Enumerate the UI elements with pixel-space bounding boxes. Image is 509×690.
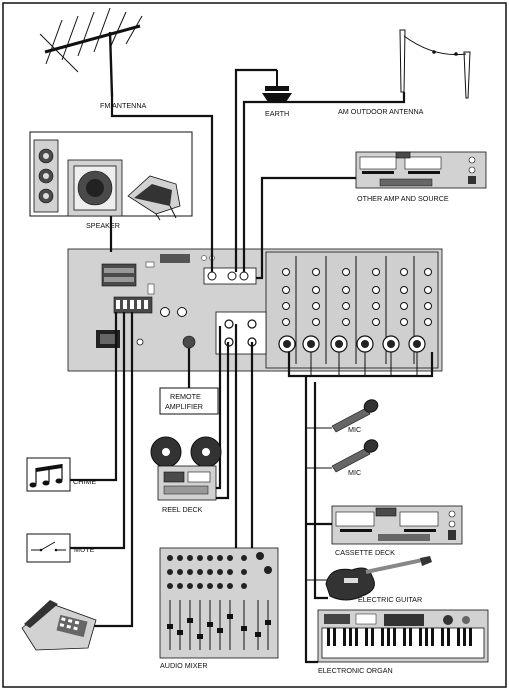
other-amp-label: OTHER AMP AND SOURCE [357, 194, 449, 203]
audio-mixer-icon [159, 547, 279, 659]
telephone-icon [21, 600, 97, 651]
electric-guitar-icon [325, 556, 432, 601]
cassette-deck-label: CASSETTE DECK [335, 548, 395, 557]
mic-1-label: MIC [348, 425, 361, 434]
earth-ground-icon [262, 70, 292, 102]
chime-label: CHIME [73, 477, 96, 486]
mute-box [26, 533, 71, 563]
mute-label: MUTE [74, 545, 95, 554]
remote-amplifier-label-2: AMPLIFIER [165, 402, 203, 411]
am-antenna-label: AM OUTDOOR ANTENNA [338, 107, 424, 116]
other-amp-icon [355, 151, 487, 189]
electric-guitar-label: ELECTRIC GUITAR [358, 595, 422, 604]
am-antenna-icon [399, 29, 471, 99]
reel-deck-label: REEL DECK [162, 505, 203, 514]
remote-amplifier-box [159, 387, 219, 415]
microphone-icon [331, 439, 379, 473]
reel-deck-icon [150, 436, 222, 501]
earth-label: EARTH [265, 109, 289, 118]
mixer-channel-strips [278, 256, 432, 364]
electronic-organ-label: ELECTRONIC ORGAN [318, 666, 393, 675]
fm-antenna-label: FM ANTENNA [100, 101, 147, 110]
mute-switch-icon [31, 541, 66, 552]
speaker-icon [33, 139, 181, 221]
fm-antenna-icon [39, 7, 143, 97]
speaker-label: SPEAKER [86, 221, 120, 230]
chime-notes-icon [29, 464, 63, 488]
electronic-organ-icon [317, 609, 489, 663]
cassette-deck-icon [331, 505, 463, 545]
remote-amplifier-label-1: REMOTE [170, 392, 201, 401]
audio-mixer-label: AUDIO MIXER [160, 661, 208, 670]
microphone-icon [331, 399, 379, 433]
mic-2-label: MIC [348, 468, 361, 477]
